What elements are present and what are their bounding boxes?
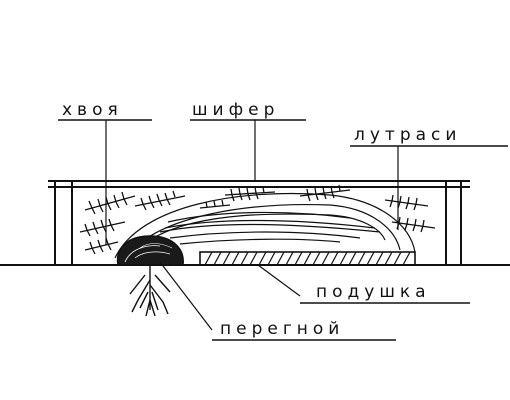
label-cushion: подушка [300,282,470,304]
label-lutrasil-text: лутраси [354,125,461,145]
label-needles: хвоя [58,100,152,121]
label-cushion-text: подушка [316,282,431,302]
humus-mound [116,235,184,266]
label-humus-text: перегной [220,319,344,339]
cushion-board [199,251,416,266]
plant-roots [129,265,171,317]
spruce-needle-sprigs [79,184,436,255]
label-slate-text: шифер [192,100,279,120]
label-humus: перегной [212,319,396,341]
leader-lines [105,120,399,331]
bent-plant-stems [114,192,416,259]
slate-frame [48,180,470,265]
label-lutrasil: лутраси [350,125,508,147]
label-needles-text: хвоя [62,100,123,120]
label-slate: шифер [190,100,306,121]
